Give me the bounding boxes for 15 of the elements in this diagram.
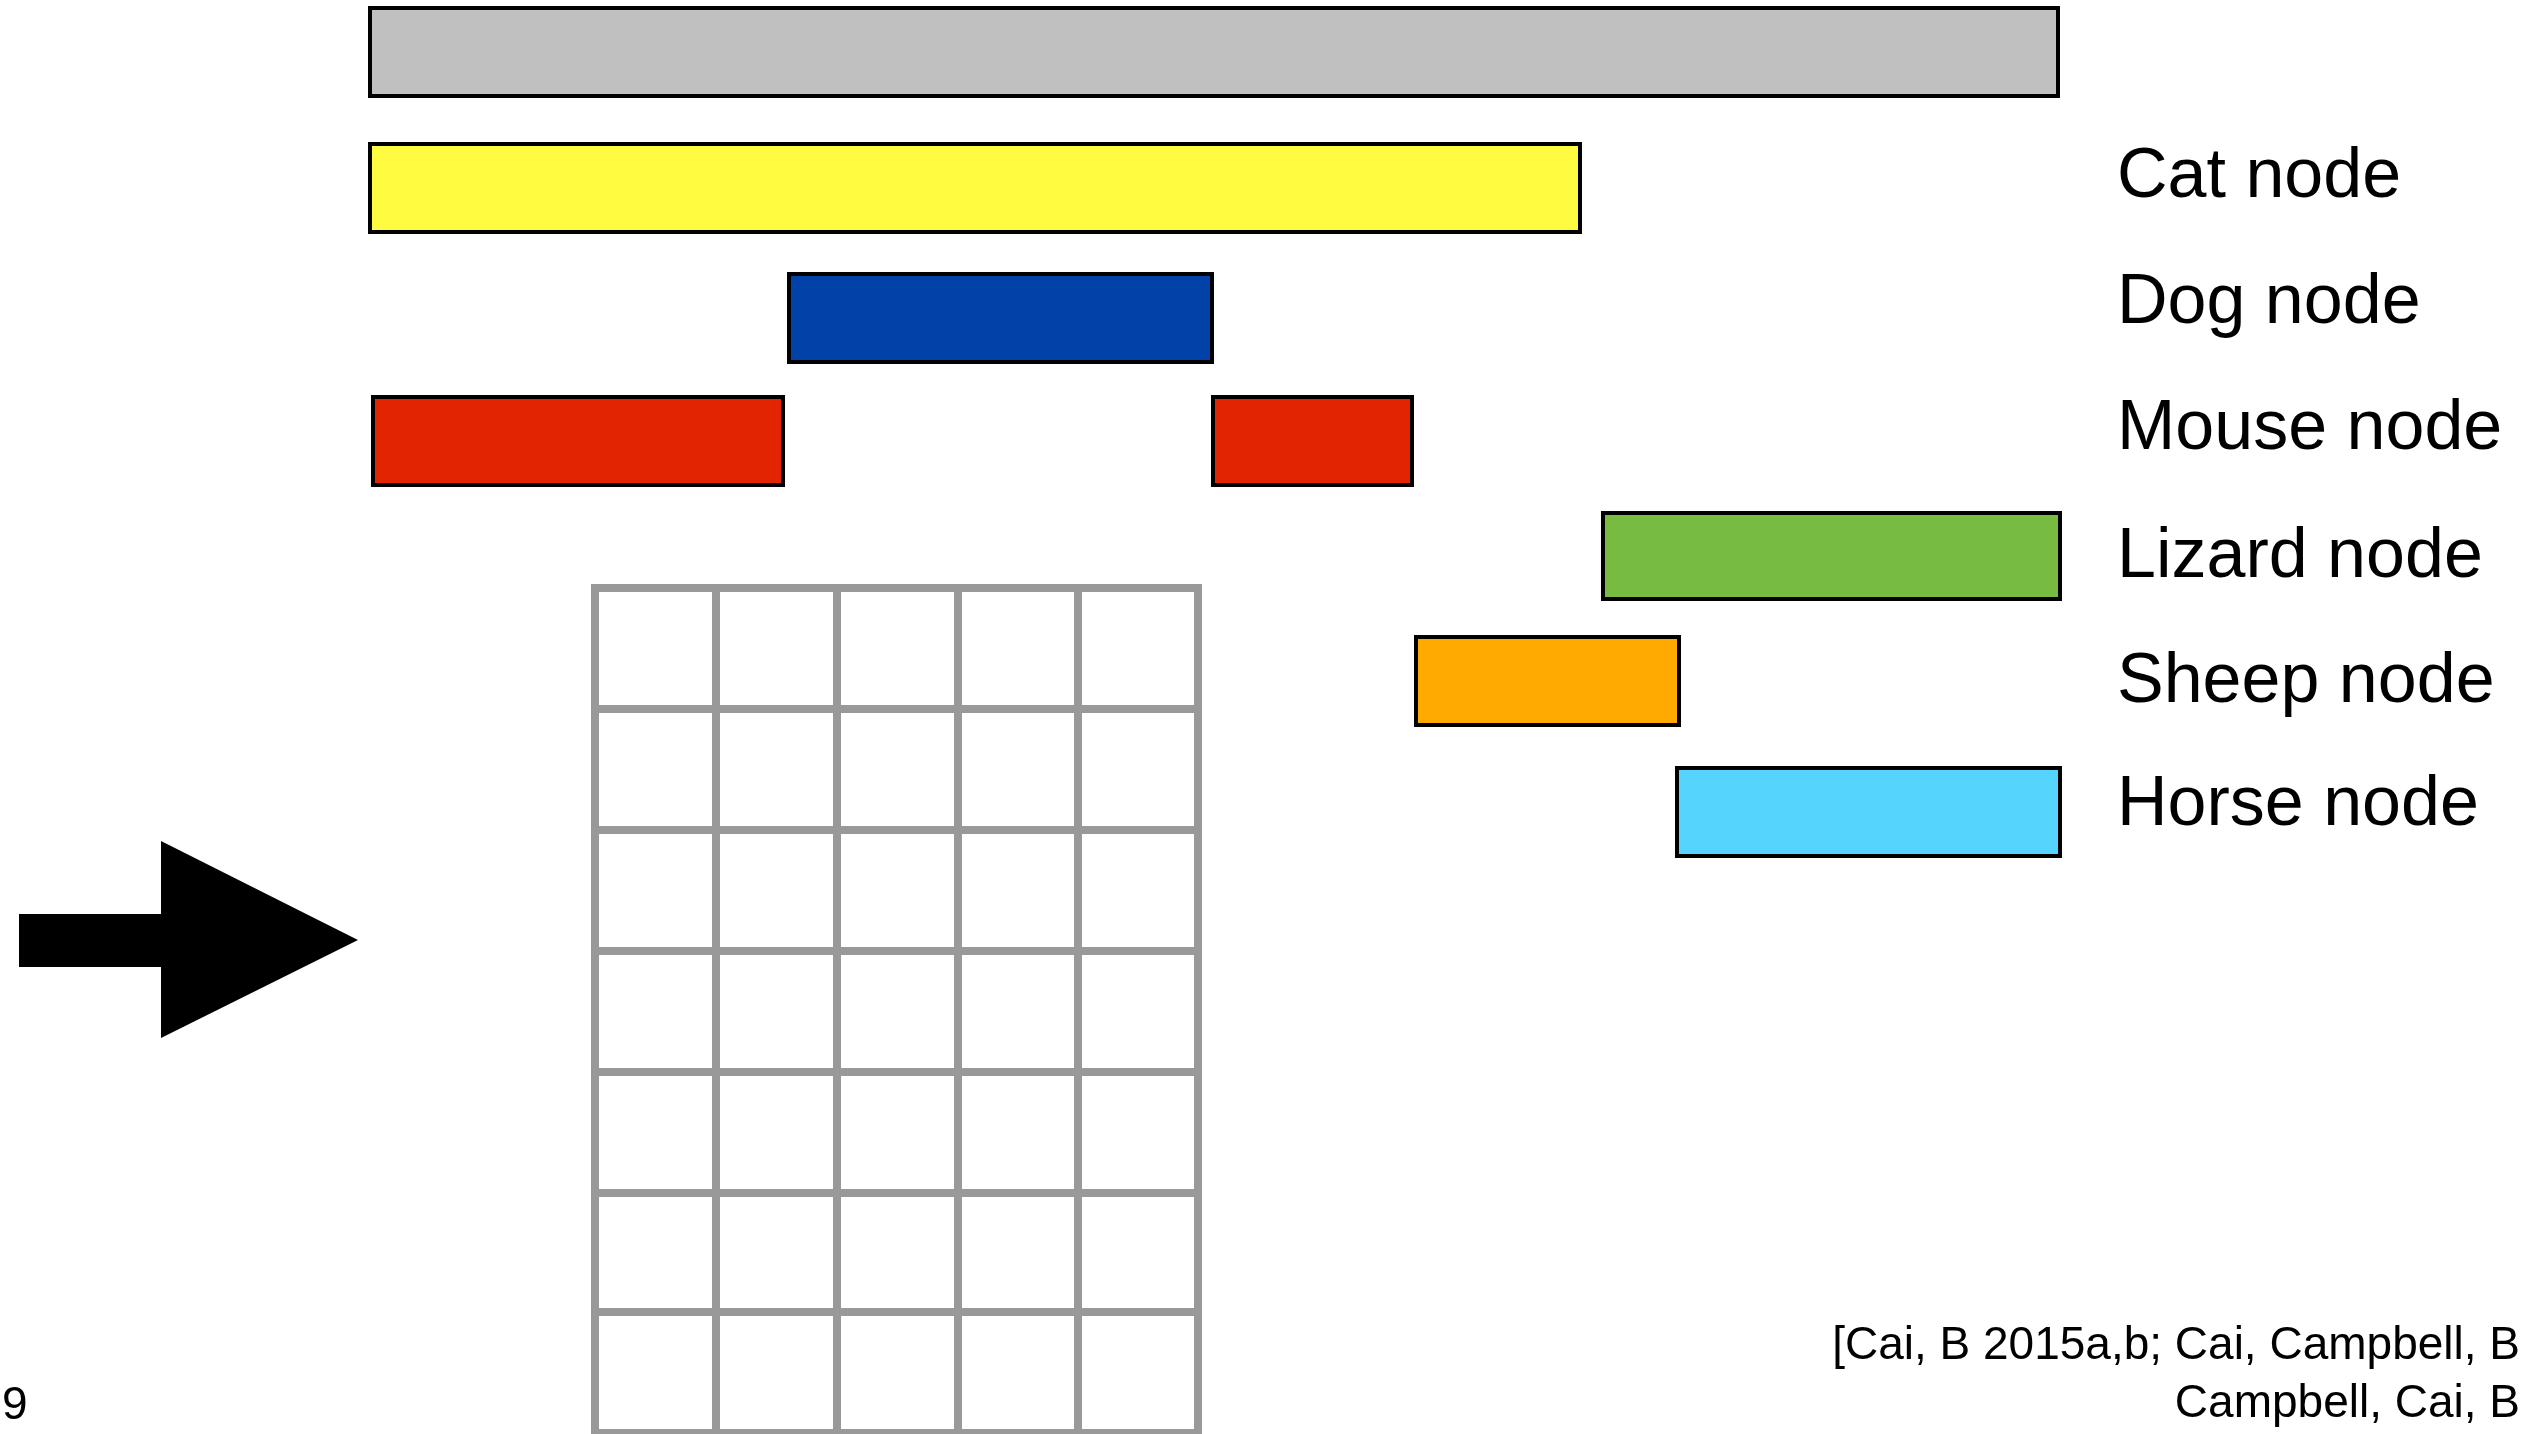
node-label: Mouse node [2117,390,2503,460]
data-bar [1211,395,1414,487]
citation: Campbell, Cai, B [2174,1376,2520,1427]
page-number: 9 [2,1378,28,1429]
data-bar [1675,766,2062,858]
data-bar [368,6,2060,98]
data-bar [371,395,785,487]
node-label: Cat node [2117,138,2402,208]
data-bar [787,272,1214,364]
data-bar [368,142,1582,234]
data-bar [1601,511,2062,601]
citation: [Cai, B 2015a,b; Cai, Campbell, B [1832,1318,2520,1369]
node-label: Lizard node [2117,518,2483,588]
data-bar [1414,635,1681,727]
node-label: Horse node [2117,766,2479,836]
